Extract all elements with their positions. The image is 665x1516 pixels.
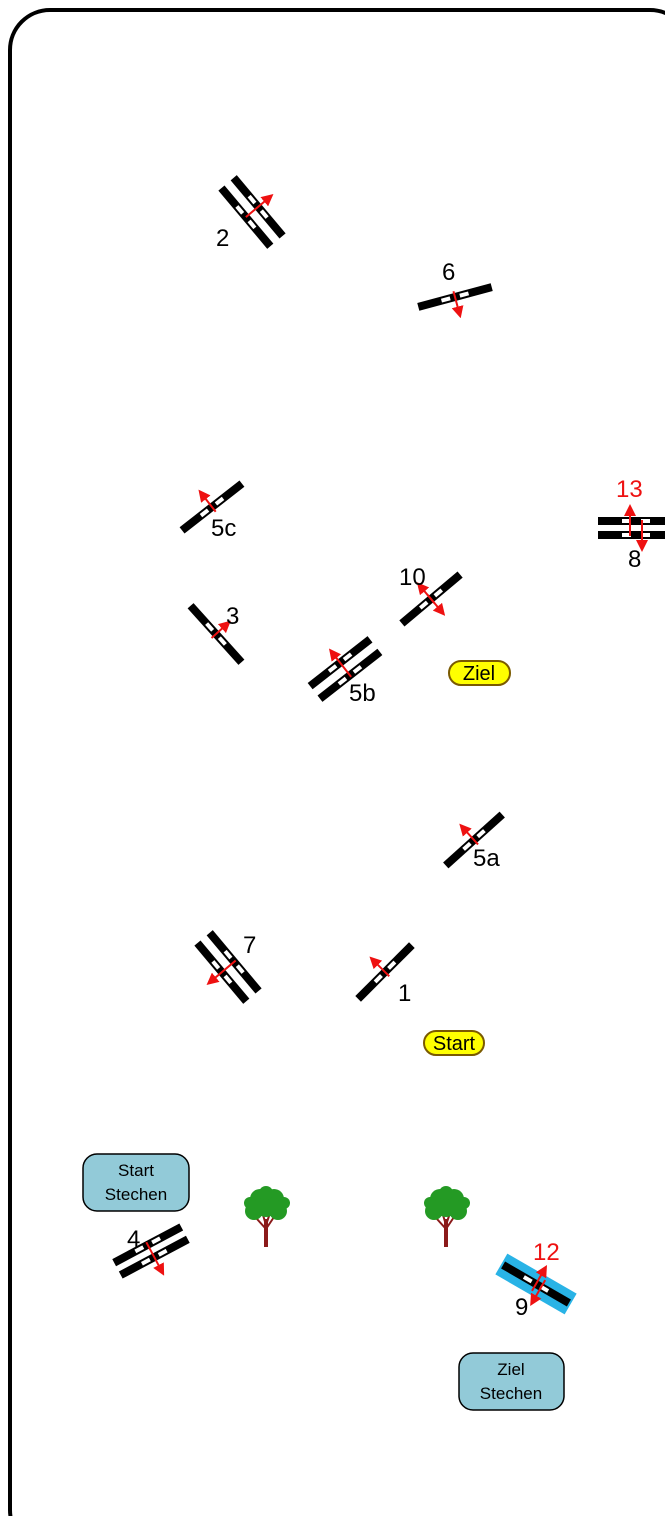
jumpoff-start-line2: Stechen xyxy=(105,1185,167,1204)
obstacle-label-5a: 5a xyxy=(473,845,500,872)
obstacle-3 xyxy=(186,596,252,666)
jumpoff-start-line1: Start xyxy=(118,1161,154,1180)
tree-icon xyxy=(244,1186,290,1247)
obstacle-secondary-label-12: 13 xyxy=(616,476,643,503)
jumpoff-finish-box: Ziel Stechen xyxy=(459,1353,564,1410)
obstacle-9 xyxy=(598,510,665,546)
obstacle-4 xyxy=(112,1223,195,1288)
obstacle-label-2: 2 xyxy=(216,225,229,252)
obstacle-label-6: 6 xyxy=(442,259,455,286)
obstacle-label-10: 10 xyxy=(399,564,426,591)
jumpoff-start-box: Start Stechen xyxy=(83,1154,189,1211)
obstacle-secondary-label-13: 12 xyxy=(533,1239,560,1266)
finish-marker-label: Ziel xyxy=(463,663,495,685)
obstacle-label-9: 8 xyxy=(628,546,641,573)
obstacle-2 xyxy=(218,169,293,249)
start-marker-label: Start xyxy=(433,1033,476,1055)
finish-marker: Ziel xyxy=(449,661,510,685)
tree-icon xyxy=(424,1186,470,1247)
jumpoff-finish-line1: Ziel xyxy=(497,1360,524,1379)
obstacle-label-1: 1 xyxy=(398,980,411,1007)
start-marker: Start xyxy=(424,1031,484,1055)
obstacle-label-7: 7 xyxy=(243,932,256,959)
obstacle-label-8: 9 xyxy=(515,1294,528,1321)
obstacle-label-3: 3 xyxy=(226,603,239,630)
obstacle-label-5c: 5c xyxy=(211,515,236,542)
obstacle-6 xyxy=(417,281,496,322)
jumpoff-finish-line2: Stechen xyxy=(480,1384,542,1403)
obstacle-label-4: 4 xyxy=(127,1226,140,1253)
obstacle-label-5b: 5b xyxy=(349,680,376,707)
